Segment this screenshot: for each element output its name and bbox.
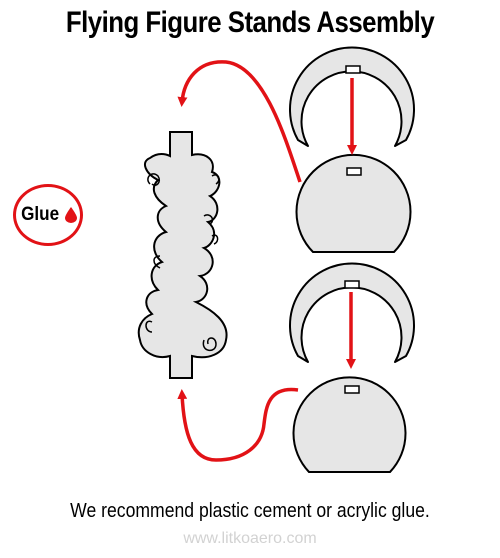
clip-slot xyxy=(344,280,360,289)
figure-swirl xyxy=(145,320,153,333)
glue-drop-icon xyxy=(64,207,77,223)
figure-swirl xyxy=(211,174,220,185)
recommendation-text: We recommend plastic cement or acrylic g… xyxy=(70,500,430,522)
upper-clip-ring xyxy=(289,46,415,147)
lower-base-disc xyxy=(292,376,407,473)
upper-base-disc xyxy=(295,153,412,253)
upper-curved-arrow xyxy=(177,60,302,183)
lower-curved-arrow xyxy=(177,387,299,462)
figure-swirl xyxy=(153,255,161,269)
figure-swirl xyxy=(211,234,219,245)
figure-swirl xyxy=(147,173,161,187)
page-title: Flying Figure Stands Assembly xyxy=(65,6,435,39)
glue-badge: Glue xyxy=(13,184,83,246)
clip-slot xyxy=(345,65,361,74)
figure-swirl xyxy=(203,214,214,225)
base-slot xyxy=(346,167,362,176)
figure-swirl xyxy=(202,337,217,352)
flying-figure-part xyxy=(137,131,228,379)
base-slot xyxy=(344,385,360,394)
website-watermark: www.litkoaero.com xyxy=(183,530,317,547)
figure-silhouette xyxy=(137,131,228,379)
lower-clip-ring xyxy=(289,262,415,363)
glue-label: Glue xyxy=(21,204,60,225)
